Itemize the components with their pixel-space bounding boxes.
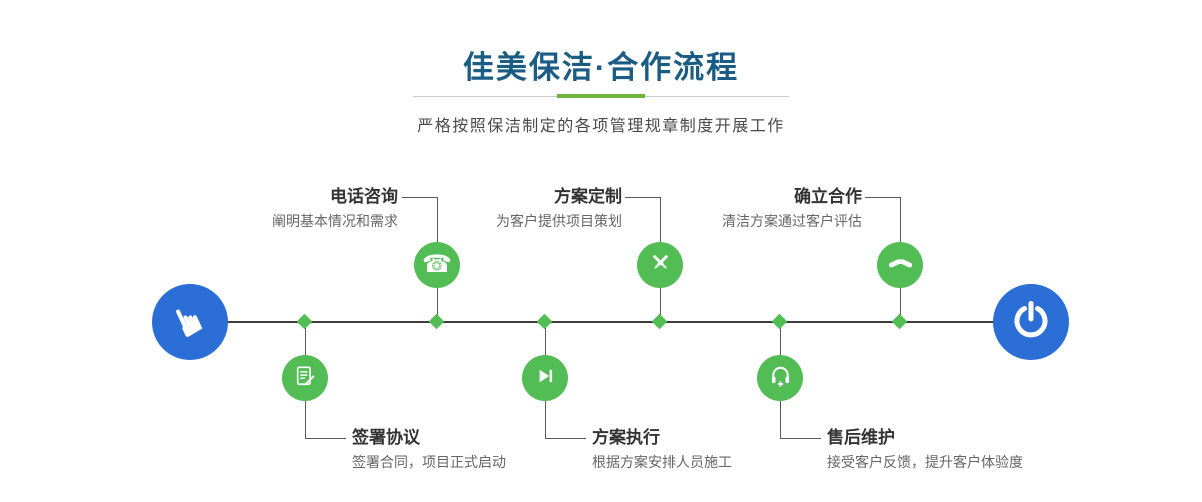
connector-line	[780, 438, 821, 439]
step-title: 确立合作	[794, 187, 862, 206]
timeline-start-circle: ☛	[152, 284, 228, 360]
phone-icon: ☎	[422, 251, 452, 278]
step-label-service: 售后维护 接受客户反馈，提升客户体验度	[827, 429, 1023, 469]
page-subtitle: 严格按照保洁制定的各项管理规章制度开展工作	[417, 118, 785, 135]
step-label-handshake: 确立合作 清洁方案通过客户评估	[722, 188, 862, 228]
handshake-icon	[888, 250, 913, 280]
step-desc: 清洁方案通过客户评估	[722, 213, 862, 229]
step-label-design: 方案定制 为客户提供项目策划	[496, 188, 622, 228]
page-title: 佳美保洁·合作流程	[462, 50, 740, 85]
node-diamond	[428, 313, 445, 330]
connector-line	[865, 197, 900, 198]
node-diamond	[296, 313, 313, 330]
connector-line	[545, 438, 586, 439]
connector-line	[402, 197, 437, 198]
step-label-contract: 签署协议 签署合同，项目正式启动	[352, 429, 506, 469]
step-desc: 接受客户反馈，提升客户体验度	[827, 454, 1023, 470]
connector-line	[305, 438, 346, 439]
node-diamond	[771, 313, 788, 330]
step-node-contract	[282, 355, 328, 401]
play-icon	[535, 366, 555, 391]
power-icon	[1011, 300, 1051, 345]
step-title: 方案定制	[554, 187, 622, 206]
hand-pointer-icon: ☛	[161, 294, 217, 346]
step-title: 电话咨询	[330, 187, 398, 206]
title-divider-accent	[557, 94, 645, 98]
step-label-execute: 方案执行 根据方案安排人员施工	[592, 429, 732, 469]
step-title: 方案执行	[592, 428, 660, 447]
headset-icon	[769, 364, 792, 392]
timeline-end-circle	[993, 284, 1069, 360]
node-diamond	[536, 313, 553, 330]
step-node-execute	[522, 355, 568, 401]
step-node-phone: ☎	[414, 242, 460, 288]
node-diamond	[891, 313, 908, 330]
design-pencils-icon	[649, 251, 672, 279]
step-desc: 为客户提供项目策划	[496, 213, 622, 229]
step-desc: 签署合同，项目正式启动	[352, 454, 506, 470]
step-node-handshake	[877, 242, 923, 288]
step-desc: 根据方案安排人员施工	[592, 454, 732, 470]
step-node-service	[757, 355, 803, 401]
step-label-phone: 电话咨询 阐明基本情况和需求	[272, 188, 398, 228]
connector-line	[625, 197, 660, 198]
node-diamond	[651, 313, 668, 330]
contract-icon	[294, 365, 316, 392]
step-title: 售后维护	[827, 428, 895, 447]
timeline-line	[190, 321, 1031, 323]
step-node-design	[637, 242, 683, 288]
step-desc: 阐明基本情况和需求	[272, 213, 398, 229]
step-title: 签署协议	[352, 428, 420, 447]
